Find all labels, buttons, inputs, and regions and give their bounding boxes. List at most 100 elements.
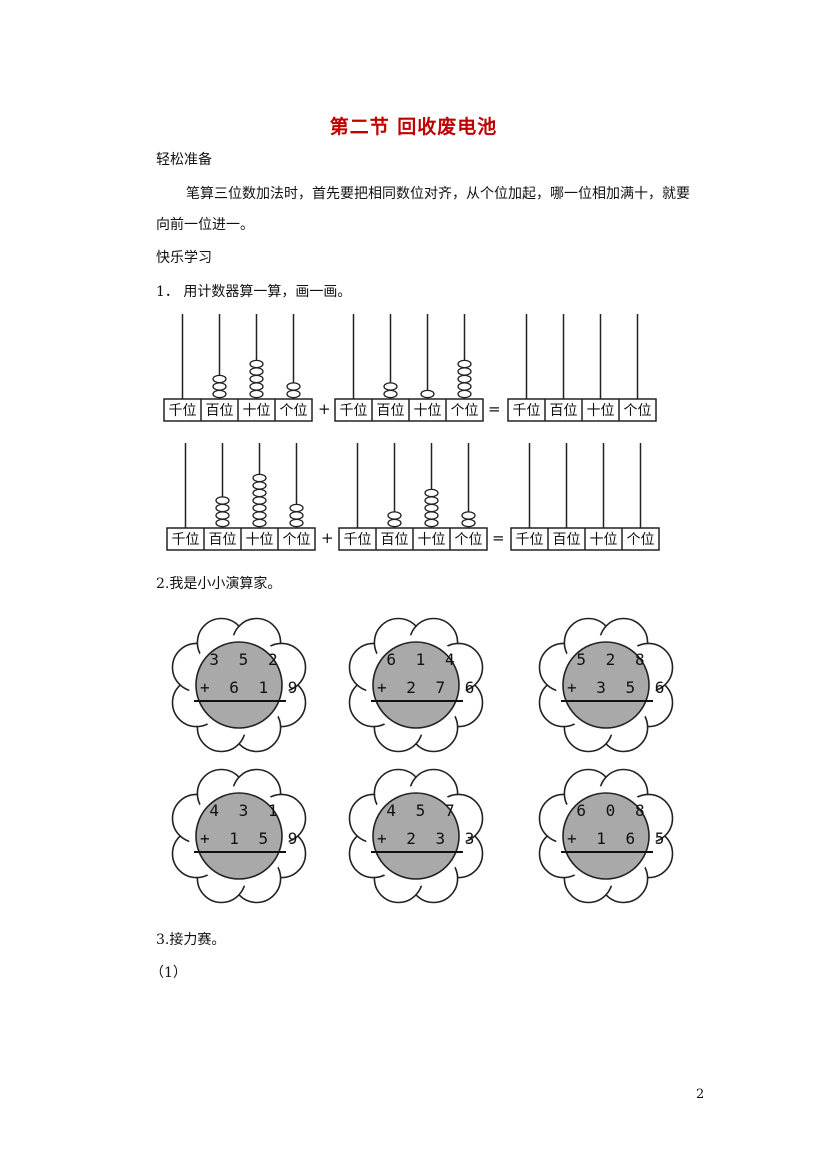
place-label: 百位 <box>553 532 581 548</box>
addend-bottom: + 1 6 5 <box>567 829 670 848</box>
question-3: 3.接力赛。 <box>156 932 226 948</box>
place-label: 个位 <box>455 532 483 548</box>
prep-heading: 轻松准备 <box>156 152 212 168</box>
addend-top: 6 1 4 <box>386 650 460 669</box>
question-2: 2.我是小小演算家。 <box>156 576 282 592</box>
addend-top: 4 3 1 <box>209 801 283 820</box>
abacus-counter-sum: 千位百位十位个位 <box>507 313 657 423</box>
sum-line <box>561 700 653 702</box>
abacus-bead <box>252 503 267 513</box>
place-label: 千位 <box>172 532 200 548</box>
abacus-bead <box>387 511 402 520</box>
place-label: 十位 <box>246 532 274 548</box>
abacus-bead <box>461 518 476 528</box>
abacus-bead <box>289 511 304 520</box>
abacus-bead <box>457 367 472 376</box>
addend-bottom: + 2 7 6 <box>377 678 480 697</box>
abacus-counter-addend-1: 千位百位十位个位 <box>163 313 313 423</box>
abacus-bead <box>249 382 264 391</box>
place-label: 个位 <box>283 532 311 548</box>
sum-line <box>194 851 286 853</box>
flower-problem: 4 3 1+ 1 5 9 <box>168 765 310 907</box>
place-label: 百位 <box>377 403 405 419</box>
page-title: 第二节 回收废电池 <box>329 116 498 138</box>
equals-sign: = <box>492 529 505 547</box>
abacus-bead <box>424 488 439 498</box>
flower-center <box>562 641 650 729</box>
abacus-bead <box>457 359 472 369</box>
place-label: 百位 <box>550 403 578 419</box>
flower-center <box>372 641 460 729</box>
abacus-bead <box>249 374 264 384</box>
sum-line <box>194 700 286 702</box>
place-label: 十位 <box>414 403 442 419</box>
abacus-bead <box>212 389 227 399</box>
question-1: 1． 用计数器算一算，画一画。 <box>156 284 352 300</box>
abacus-bead <box>424 518 439 528</box>
abacus-bead <box>289 518 304 528</box>
abacus-bead <box>215 511 230 520</box>
place-label: 个位 <box>451 403 479 419</box>
addend-bottom: + 3 5 6 <box>567 678 670 697</box>
abacus-bead <box>424 503 439 513</box>
addend-top: 4 5 7 <box>386 801 460 820</box>
place-label: 千位 <box>340 403 368 419</box>
flower-center <box>372 792 460 880</box>
plus-sign: + <box>321 529 334 547</box>
abacus-bead <box>249 389 264 399</box>
abacus-bead <box>387 518 402 528</box>
abacus-bead <box>424 496 439 505</box>
abacus-bead <box>215 496 230 505</box>
addend-bottom: + 6 1 9 <box>200 678 303 697</box>
abacus-bead <box>286 389 301 399</box>
abacus-bead <box>252 488 267 498</box>
flower-problem: 5 2 8 + 3 5 6 <box>535 614 677 756</box>
abacus-bead <box>249 359 264 369</box>
abacus-bead <box>249 367 264 376</box>
place-label: 十位 <box>418 532 446 548</box>
abacus-counter-addend-2: 千位百位十位个位 <box>334 313 484 423</box>
flower-problem: 3 5 2 + 6 1 9 <box>168 614 310 756</box>
abacus-bead <box>252 518 267 528</box>
abacus-bead <box>457 382 472 391</box>
prep-text-line-2: 向前一位进一。 <box>156 217 254 233</box>
addend-bottom: + 2 3 3 <box>377 829 480 848</box>
abacus-bead <box>252 473 267 483</box>
abacus-bead <box>215 518 230 528</box>
flower-problem: 4 5 7 + 2 3 3 <box>345 765 487 907</box>
abacus-bead <box>289 503 304 513</box>
abacus-bead <box>252 496 267 505</box>
abacus-counter-addend-1: 千位百位十位个位 <box>166 442 316 552</box>
abacus-bead <box>212 382 227 391</box>
sum-line <box>371 851 463 853</box>
addend-top: 3 5 2 <box>209 650 283 669</box>
place-label: 千位 <box>344 532 372 548</box>
flower-center <box>562 792 650 880</box>
sum-line <box>561 851 653 853</box>
abacus-bead <box>215 503 230 513</box>
abacus-bead <box>252 481 267 490</box>
place-label: 个位 <box>280 403 308 419</box>
flower-problem: 6 0 8 + 1 6 5 <box>535 765 677 907</box>
place-label: 千位 <box>516 532 544 548</box>
prep-text-line-1: 笔算三位数加法时，首先要把相同数位对齐，从个位加起，哪一位相加满十，就要 <box>186 186 690 202</box>
place-label: 十位 <box>590 532 618 548</box>
abacus-bead <box>424 511 439 520</box>
plus-sign: + <box>318 400 331 418</box>
place-label: 个位 <box>624 403 652 419</box>
abacus-bead <box>457 374 472 384</box>
place-label: 百位 <box>206 403 234 419</box>
sum-line <box>371 700 463 702</box>
learn-heading: 快乐学习 <box>156 250 212 266</box>
abacus-counter-sum: 千位百位十位个位 <box>510 442 660 552</box>
abacus-bead <box>383 382 398 391</box>
place-label: 十位 <box>587 403 615 419</box>
addend-top: 5 2 8 <box>576 650 650 669</box>
question-3-part-1: （1） <box>150 965 187 981</box>
addend-top: 6 0 8 <box>576 801 650 820</box>
flower-center <box>195 792 283 880</box>
abacus-bead <box>461 511 476 520</box>
place-label: 个位 <box>627 532 655 548</box>
flower-problem: 6 1 4 + 2 7 6 <box>345 614 487 756</box>
equals-sign: = <box>488 400 501 418</box>
